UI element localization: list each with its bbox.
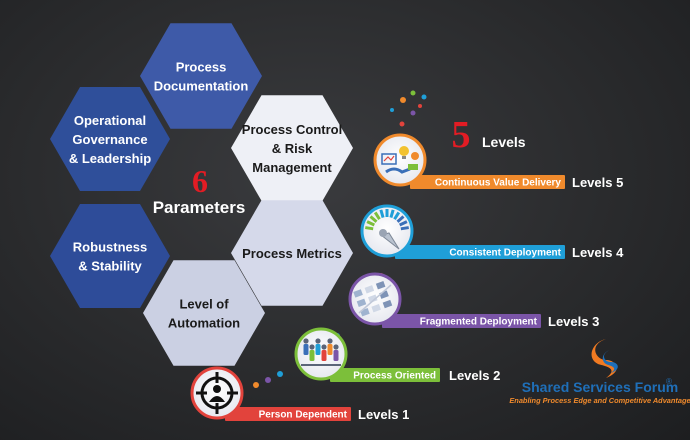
hexagon-label: Automation: [168, 316, 240, 331]
hexagon-label: Management: [252, 160, 332, 175]
innovation-icon: [373, 133, 427, 187]
hexagon-shape: [231, 95, 353, 201]
logo-name: Shared Services Forum: [522, 379, 678, 395]
logo-tagline: Enabling Process Edge and Competitive Ad…: [509, 396, 690, 405]
level-row-4: Consistent Deployment Levels 4: [360, 204, 624, 260]
gauge-icon: [360, 204, 414, 258]
level-ribbon: Fragmented Deployment: [382, 314, 541, 328]
level-ribbon-label: Consistent Deployment: [449, 248, 561, 259]
level-ribbon-label: Fragmented Deployment: [420, 317, 538, 328]
level-ribbon: Process Oriented: [330, 368, 440, 382]
hexagon-parameter-6: Level of Automation: [143, 260, 265, 366]
hexagon-label: Documentation: [154, 79, 249, 94]
level-label: Levels 2: [449, 368, 500, 383]
level-label: Levels 1: [358, 407, 409, 422]
level-row-2: Process Oriented Levels 2: [294, 327, 500, 383]
level-ribbon-label: Person Dependent: [259, 410, 348, 421]
hexagon-shape: [231, 200, 353, 306]
hexagon-label: Operational: [74, 113, 146, 128]
level-ribbon: Continuous Value Delivery: [410, 175, 565, 189]
hexagon-shape: [50, 87, 170, 191]
hexagon-parameter-5: Process Metrics: [231, 200, 353, 306]
level-row-3: Fragmented Deployment Levels 3: [348, 272, 599, 329]
level-ribbon: Consistent Deployment: [395, 245, 565, 259]
parameter-hexagons: ProcessDocumentationOperationalGovernanc…: [50, 23, 353, 366]
hexagon-label: Robustness: [73, 240, 147, 255]
level-ribbon: Person Dependent: [225, 407, 351, 421]
level-ribbon-label: Continuous Value Delivery: [435, 178, 562, 189]
target-person-icon: [190, 366, 244, 420]
hexagon-label: Process Metrics: [242, 246, 342, 261]
hexagon-label: & Leadership: [69, 151, 151, 166]
hexagon-label: & Risk: [272, 141, 313, 156]
network-icon: [348, 272, 402, 326]
hexagon-label: Process Control: [242, 122, 342, 137]
parameters-count: 6: [192, 163, 208, 199]
hexagon-label: Process: [176, 60, 227, 75]
level-label: Levels 3: [548, 314, 599, 329]
hexagon-shape: [140, 23, 262, 129]
levels-label: Levels: [482, 134, 526, 150]
level-label: Levels 4: [572, 245, 624, 260]
shared-services-forum-logo: Shared Services Forum ® Enabling Process…: [509, 339, 690, 405]
levels-count: 5: [452, 114, 471, 156]
hexagon-parameter-4: Robustness & Stability: [50, 204, 170, 308]
parameters-label: Parameters: [153, 198, 246, 217]
logo-registered-mark: ®: [666, 377, 672, 386]
level-label: Levels 5: [572, 175, 623, 190]
level-row-1: Person Dependent Levels 1: [190, 366, 409, 422]
team-icon: [294, 327, 348, 381]
hexagon-label: Level of: [179, 297, 229, 312]
hexagon-label: & Stability: [78, 259, 142, 274]
hexagon-shape: [50, 204, 170, 308]
maturity-levels: Continuous Value Delivery Levels 5 Consist…: [190, 133, 624, 422]
level-row-5: Continuous Value Delivery Levels 5: [373, 133, 623, 190]
level-ribbon-label: Process Oriented: [353, 371, 436, 382]
forum-logo-mark: [591, 339, 618, 378]
hexagon-shape: [143, 260, 265, 366]
hexagon-label: Governance: [72, 132, 147, 147]
